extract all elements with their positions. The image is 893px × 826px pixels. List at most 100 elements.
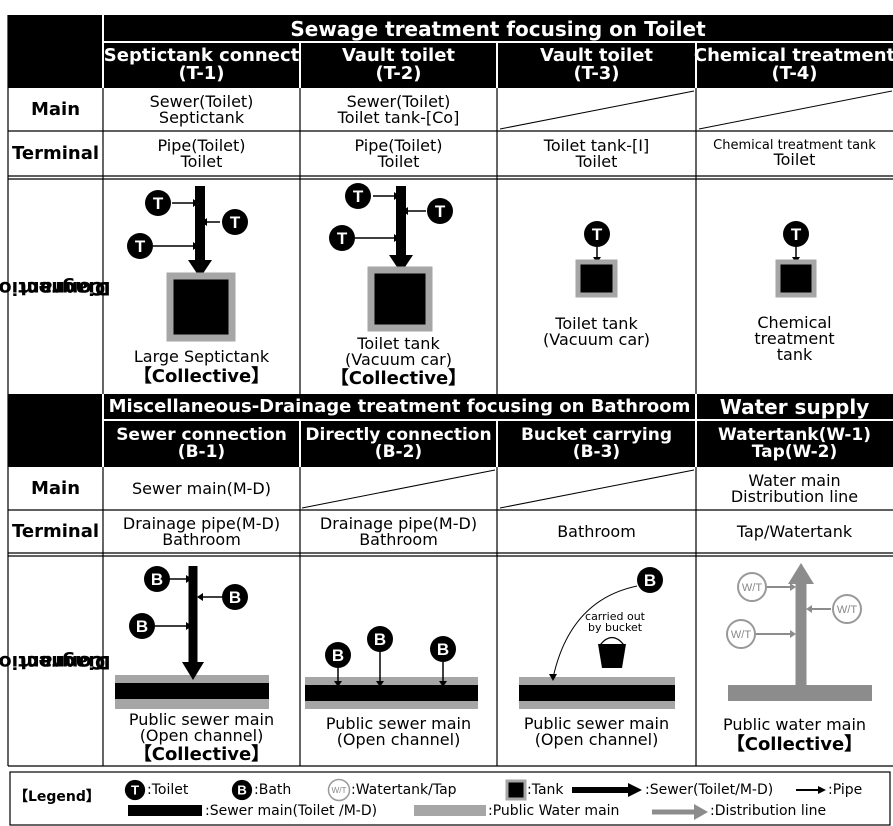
column-code: (T-1) xyxy=(178,63,225,84)
t1-diagram-caption: Large Septictank 【Collective】 xyxy=(103,342,300,392)
caption-line: (Vacuum car) xyxy=(543,330,650,349)
grid-lines xyxy=(7,15,893,767)
t4-diagram-caption: Chemical treatment tank xyxy=(696,307,893,371)
bath-icon xyxy=(367,626,393,652)
legend-graphics xyxy=(124,778,826,820)
bath-icon xyxy=(144,566,170,592)
sewer-main-bar xyxy=(115,683,269,699)
top-section-title: Sewage treatment focusing on Toilet xyxy=(290,16,706,41)
bottom-header-title-band xyxy=(103,394,893,420)
caption-line: Toilet tank xyxy=(555,314,638,333)
bath-icon xyxy=(129,613,155,639)
column-code: (B-1) xyxy=(177,441,226,462)
column-name: Directly connection xyxy=(305,424,492,445)
legend-tank-label: :Tank xyxy=(527,782,564,798)
bath-icon xyxy=(222,584,248,610)
toilet-icon xyxy=(127,233,153,259)
toilet-icon xyxy=(222,209,248,235)
cell-line: Bathroom xyxy=(359,529,438,549)
bath-icon xyxy=(430,636,456,662)
t3-terminal-cell: Toilet tank-[I] Toilet xyxy=(497,131,696,176)
column-code: (T-4) xyxy=(771,63,818,84)
bottom-section-title: Miscellaneous-Drainage treatment focusin… xyxy=(108,396,691,417)
legend-watertank-label: :Watertank/Tap xyxy=(351,782,457,798)
t2-main-cell: Sewer(Toilet) Toilet tank-[Co] xyxy=(300,88,497,131)
caption-line: Public sewer main xyxy=(523,714,670,733)
legend-pipe-label: :Pipe xyxy=(828,782,863,798)
cell-line: Drainage pipe(M-D) xyxy=(319,513,478,533)
legend-box xyxy=(9,771,891,826)
cell-line: Sewer(Toilet) xyxy=(149,91,254,111)
legend-sewer-main-bar xyxy=(128,805,202,816)
b1-main-cell: Sewer main(M-D) xyxy=(132,478,271,498)
legend-toilet-icon xyxy=(124,779,146,801)
toilet-icon xyxy=(145,190,171,216)
t3-diagram-caption: Toilet tank (Vacuum car) xyxy=(497,310,696,354)
legend-toilet-label: :Toilet xyxy=(147,782,189,798)
w-terminal-cell: Tap/Watertank xyxy=(736,521,853,541)
caption-line: (Open channel) xyxy=(534,730,659,749)
b2-terminal-cell: Drainage pipe(M-D) Bathroom xyxy=(300,510,497,553)
row-label-diagram-l2: Diagram xyxy=(20,650,111,673)
caption-line: 【Collective】 xyxy=(726,733,863,755)
empty-cell-slashes xyxy=(301,90,893,509)
b3-terminal-cell: Bathroom xyxy=(557,521,636,541)
tank-icon xyxy=(575,259,618,298)
caption-line: (Open channel) xyxy=(139,726,264,745)
b1-diagram-caption: Public sewer main (Open channel) 【Collec… xyxy=(103,710,300,766)
b2-diagram xyxy=(305,626,478,709)
legend-bath-label: :Bath xyxy=(254,782,292,798)
column-header-t4: Chemical treatment (T-4) xyxy=(694,42,893,88)
cell-line: Chemical treatment tank xyxy=(713,138,876,153)
row-label-diagram-bottom: ConnectionDiagram xyxy=(0,556,111,766)
caption-line: treatment xyxy=(754,329,835,348)
cell-line: Distribution line xyxy=(730,486,859,506)
b3-diagram xyxy=(519,567,675,709)
cell-line: Water main xyxy=(748,470,841,490)
caption-line: Public sewer main xyxy=(325,714,472,733)
sewer-main-bar xyxy=(305,685,478,701)
row-label-main: Main xyxy=(30,98,81,120)
cell-line: Bathroom xyxy=(162,529,241,549)
cell-line: Septictank xyxy=(158,107,245,127)
caption-line: (Open channel) xyxy=(336,730,461,749)
cell-line: Pipe(Toilet) xyxy=(157,135,246,155)
column-header-t2: Vault toilet (T-2) xyxy=(300,42,497,88)
w-diagram-caption: Public water main 【Collective】 xyxy=(696,712,893,758)
legend-tank-icon xyxy=(505,779,527,801)
column-name: Vault toilet xyxy=(341,45,456,66)
t4-diagram xyxy=(775,221,817,298)
t4-terminal-cell: Chemical treatment tank Toilet xyxy=(696,131,893,176)
column-header-b2: Directly connection (B-2) xyxy=(300,420,497,467)
caption-line: Toilet tank xyxy=(357,334,440,353)
legend-distribution-label: :Distribution line xyxy=(710,803,827,819)
column-code: (T-3) xyxy=(573,63,620,84)
column-name: Septictank connect xyxy=(103,45,300,66)
row-label-diagram: ConnectionDiagram xyxy=(0,179,111,394)
toilet-icon xyxy=(329,225,355,251)
caption-line: Public water main xyxy=(722,714,867,734)
tank-icon xyxy=(166,272,236,342)
caption-line: Large Septictank xyxy=(133,346,270,366)
b1-diagram xyxy=(115,566,269,709)
legend-sewer-label: :Sewer(Toilet/M-D) xyxy=(645,782,774,798)
note-line: carried out xyxy=(585,610,645,623)
t3-diagram xyxy=(575,221,618,298)
caption-line: 【Collective】 xyxy=(133,744,270,765)
column-header-w: Watertank(W-1) Tap(W-2) xyxy=(696,420,893,467)
column-header-b3: Bucket carrying (B-3) xyxy=(497,420,696,467)
cell-line: Toilet tank-[Co] xyxy=(337,107,460,127)
watertank-icon xyxy=(726,619,756,649)
top-header-corner xyxy=(8,15,103,88)
legend-water-main-label: :Public Water main xyxy=(488,803,620,819)
cell-line: Toilet xyxy=(377,151,420,171)
watertank-icon xyxy=(737,572,767,602)
caption-line: 【Collective】 xyxy=(330,368,467,389)
b3-bucket-note: carried out by bucket xyxy=(580,608,650,636)
legend-distribution-arrow xyxy=(694,804,708,820)
water-main-bar xyxy=(728,685,872,701)
water-supply-title: Water supply xyxy=(719,395,870,419)
legend-title: 【Legend】 xyxy=(14,789,100,805)
caption-line: Public sewer main xyxy=(128,710,275,729)
